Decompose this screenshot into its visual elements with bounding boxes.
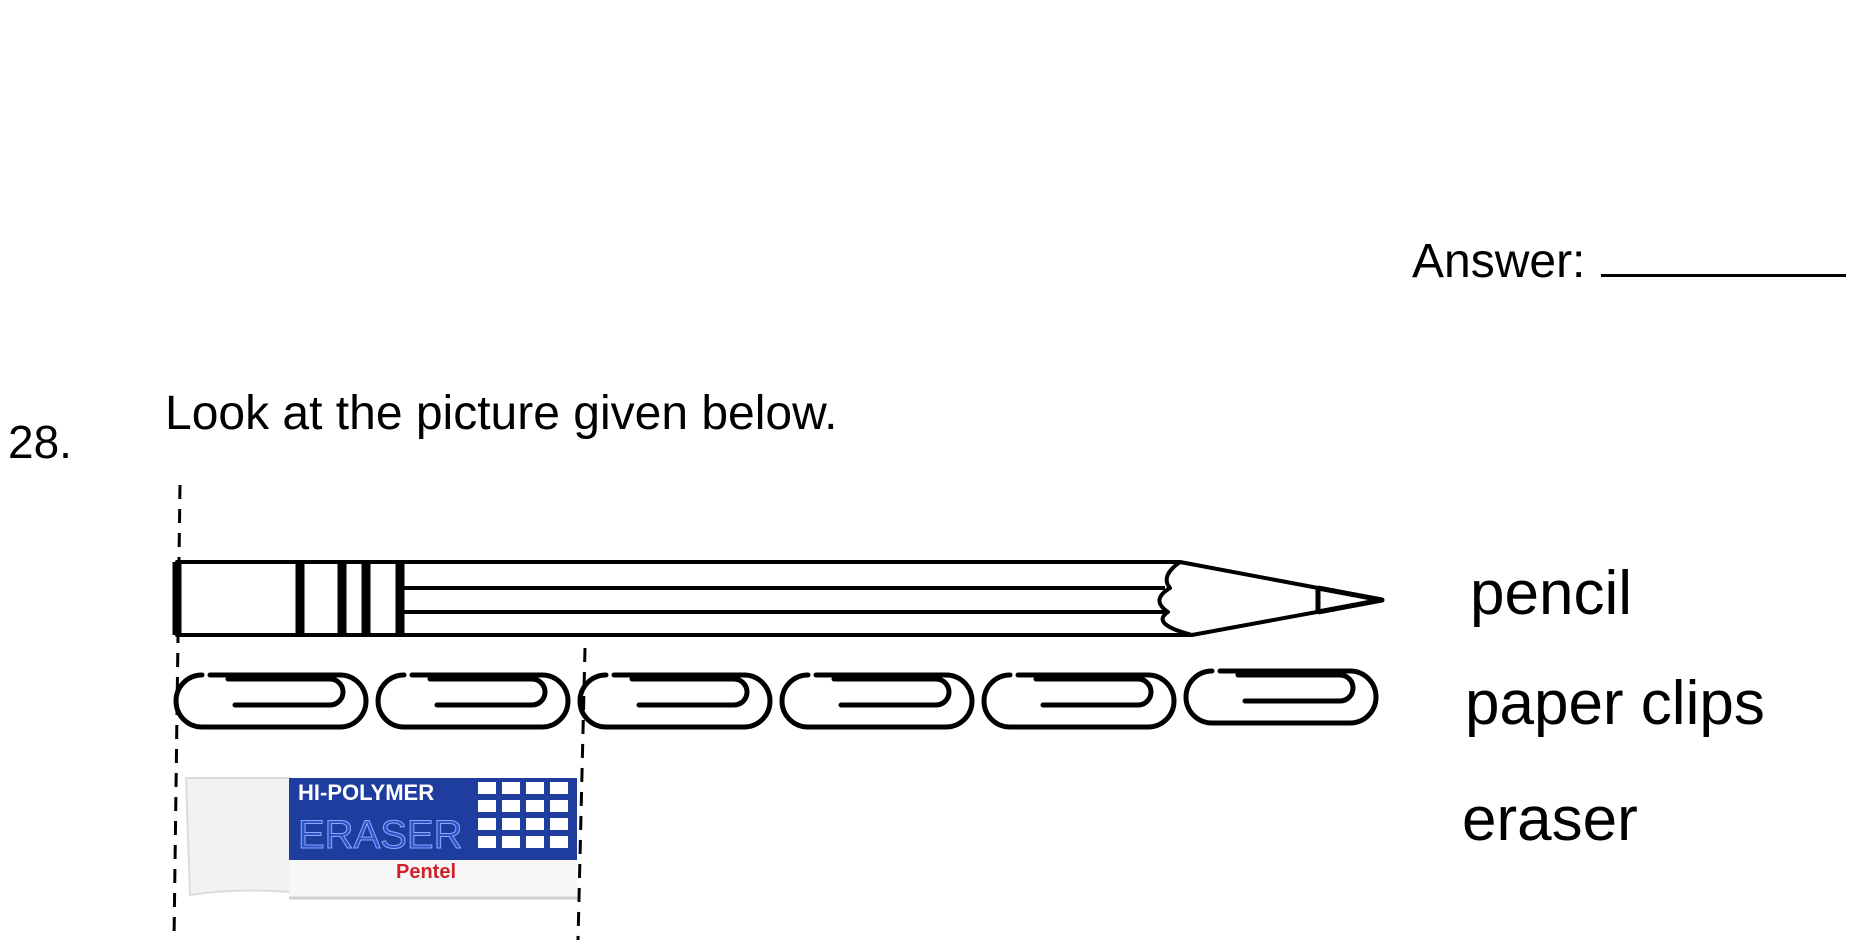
answer-label: Answer: [1412, 235, 1586, 288]
paper-clip [173, 672, 369, 730]
paper-clip [981, 672, 1177, 730]
paper-clip [577, 672, 773, 730]
guide-line-right [576, 647, 587, 941]
measurement-figure: HI-POLYMER ERASER Pentel [172, 484, 1385, 941]
eraser-brand: Pentel [396, 861, 456, 883]
answer-line: Answer: [1412, 232, 1847, 292]
eraser-drawing: HI-POLYMER ERASER Pentel [184, 777, 577, 900]
paper-clip [1183, 668, 1379, 726]
label-paper-clips: paper clips [1465, 669, 1765, 738]
answer-blank[interactable] [1601, 232, 1847, 277]
paper-clips [173, 668, 1379, 730]
eraser-print-line1: HI-POLYMER [298, 780, 434, 805]
question-prompt: Look at the picture given below. [165, 387, 838, 440]
paper-clip [779, 672, 975, 730]
pencil-drawing [172, 560, 1385, 637]
eraser-print-line2: ERASER [298, 813, 463, 857]
question-number: 28. [8, 416, 72, 468]
label-pencil: pencil [1470, 559, 1632, 628]
eraser-grid-pattern [478, 782, 568, 848]
label-eraser: eraser [1462, 785, 1638, 854]
paper-clip [375, 672, 571, 730]
